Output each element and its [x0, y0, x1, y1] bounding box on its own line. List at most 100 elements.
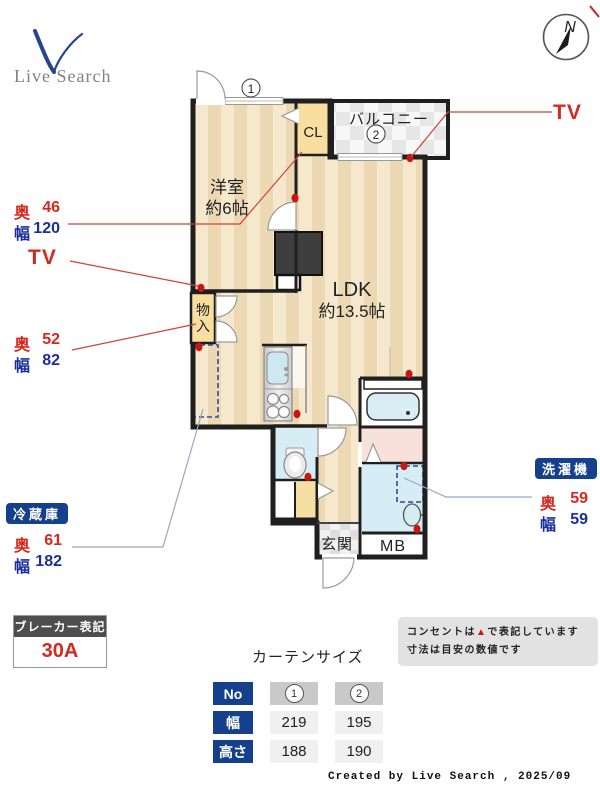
depth-key: 奥 [14, 337, 31, 354]
room-exterior-door [196, 70, 226, 100]
powder-room-folding-door [365, 442, 382, 463]
width-key: 幅 [14, 358, 31, 375]
outlet-marker [304, 472, 312, 482]
width-val: 182 [35, 553, 62, 570]
curtain-width-2: 195 [335, 711, 383, 734]
western-room-label: 洋室 [210, 178, 244, 197]
storage-door-lower [215, 320, 238, 343]
pipe-space [274, 231, 323, 292]
legend-note: コンセントは▲で表記しています 寸法は目安の数値です [398, 617, 598, 666]
depth-key: 奥 [14, 538, 31, 555]
balcony-area [330, 99, 450, 160]
closet-depth-row: 奥 46 [14, 199, 60, 223]
storage-width-row: 幅 82 [14, 352, 60, 376]
breaker-box: ブレーカー表記 30A [13, 615, 107, 668]
window-tag-2: 2 [373, 128, 380, 142]
bath-counter [363, 379, 423, 390]
curtain-height-2: 190 [335, 740, 383, 763]
storage-label-1: 物 [196, 302, 210, 318]
curtain-size-title: カーテンサイズ [252, 649, 364, 666]
western-room-door [267, 201, 297, 231]
kitchen-nook [292, 346, 306, 388]
fridge-badge: 冷蔵庫 [6, 503, 68, 524]
outlet-triangle-icon: ▲ [476, 627, 488, 638]
curtain-size-table: No 1 2 幅 219 195 高さ 188 190 [213, 682, 383, 769]
curtain-width-label: 幅 [213, 711, 253, 734]
outlet-marker [197, 283, 205, 293]
window-tag-2-circle [366, 124, 386, 144]
washbasin [402, 503, 424, 527]
credit-text: Created by Live Search , 2025/09 [328, 771, 572, 783]
closet-folding-door [280, 107, 300, 125]
kitchen-sink [266, 351, 289, 385]
window-tag-1-circle [241, 78, 261, 98]
washer-depth-row: 奥 59 [540, 490, 588, 514]
balcony-label: バルコニー [349, 111, 429, 128]
fridge-width-row: 幅 182 [14, 553, 62, 577]
storage-door-upper [215, 295, 238, 318]
kitchen-counter [263, 346, 293, 422]
curtain-height-label: 高さ [213, 740, 253, 763]
ldk-hall-door [327, 395, 358, 426]
outlet-marker [293, 409, 301, 419]
closet-label: CL [303, 124, 322, 141]
curtain-width-row: 幅 219 195 [213, 711, 383, 734]
width-key: 幅 [14, 226, 31, 243]
outlet-marker [413, 524, 421, 534]
small-room-floor [273, 482, 295, 519]
western-room-size-label: 約6帖 [205, 199, 248, 218]
note-line1-post: で表記しています [487, 627, 580, 638]
ldk-label: LDK [333, 279, 373, 301]
outlet-marker [291, 193, 299, 203]
washroom-folding-door [317, 482, 335, 500]
curtain-no-header: No [213, 682, 253, 705]
breaker-value: 30A [41, 640, 79, 662]
width-key: 幅 [540, 517, 557, 534]
bathtub-drain [406, 411, 410, 415]
leader-lines [68, 111, 552, 548]
legend-note-line1: コンセントは▲で表記しています [407, 624, 589, 642]
room-labels: 洋室 約6帖 LDK 約13.5帖 CL バルコニー 物 入 玄関 MB [196, 111, 429, 555]
walls [190, 98, 428, 560]
width-key: 幅 [14, 559, 31, 576]
circled-number-2: 2 [349, 684, 369, 703]
live-search-logo-checkmark-icon [33, 29, 84, 74]
storage-label-2: 入 [196, 318, 210, 334]
outlet-marker [195, 342, 203, 352]
tv-right-leader [410, 111, 552, 158]
circled-number-1: 1 [284, 684, 304, 703]
tv-outlet-label-left: TV [28, 246, 57, 269]
meter-box-floor [362, 533, 425, 557]
depth-val: 52 [42, 331, 60, 348]
washroom-small-floor [295, 482, 317, 519]
outlet-marker [405, 369, 413, 379]
logo-text: Live Search [14, 66, 112, 86]
width-val: 59 [570, 511, 588, 528]
width-val: 120 [33, 220, 60, 237]
depth-val: 61 [44, 532, 62, 549]
curtain-width-1: 219 [270, 711, 318, 734]
closet-floor [296, 101, 330, 155]
tv-outlet-label-right: TV [553, 101, 582, 124]
fridge-depth-row: 奥 61 [14, 532, 62, 556]
curtain-height-1: 188 [270, 740, 318, 763]
depth-key: 奥 [14, 205, 31, 222]
toilet-fixture [283, 447, 307, 479]
storage-dim-leader [71, 323, 197, 351]
stove-burners [266, 392, 291, 419]
front-door [322, 557, 355, 589]
room-floors [193, 101, 425, 557]
depth-val: 59 [570, 490, 588, 507]
storage-depth-row: 奥 52 [14, 331, 60, 355]
entrance-floor [317, 523, 358, 557]
legend-note-line2: 寸法は目安の数値です [407, 644, 522, 656]
washer-width-row: 幅 59 [540, 511, 588, 535]
compass-north-label: N [564, 19, 576, 36]
bathtub [366, 392, 420, 421]
entry-door-gap [196, 98, 225, 105]
window-tag-1: 1 [248, 82, 255, 96]
tv-left-leader [69, 260, 199, 287]
closet-dim-leader [68, 151, 303, 225]
doors [196, 70, 382, 589]
